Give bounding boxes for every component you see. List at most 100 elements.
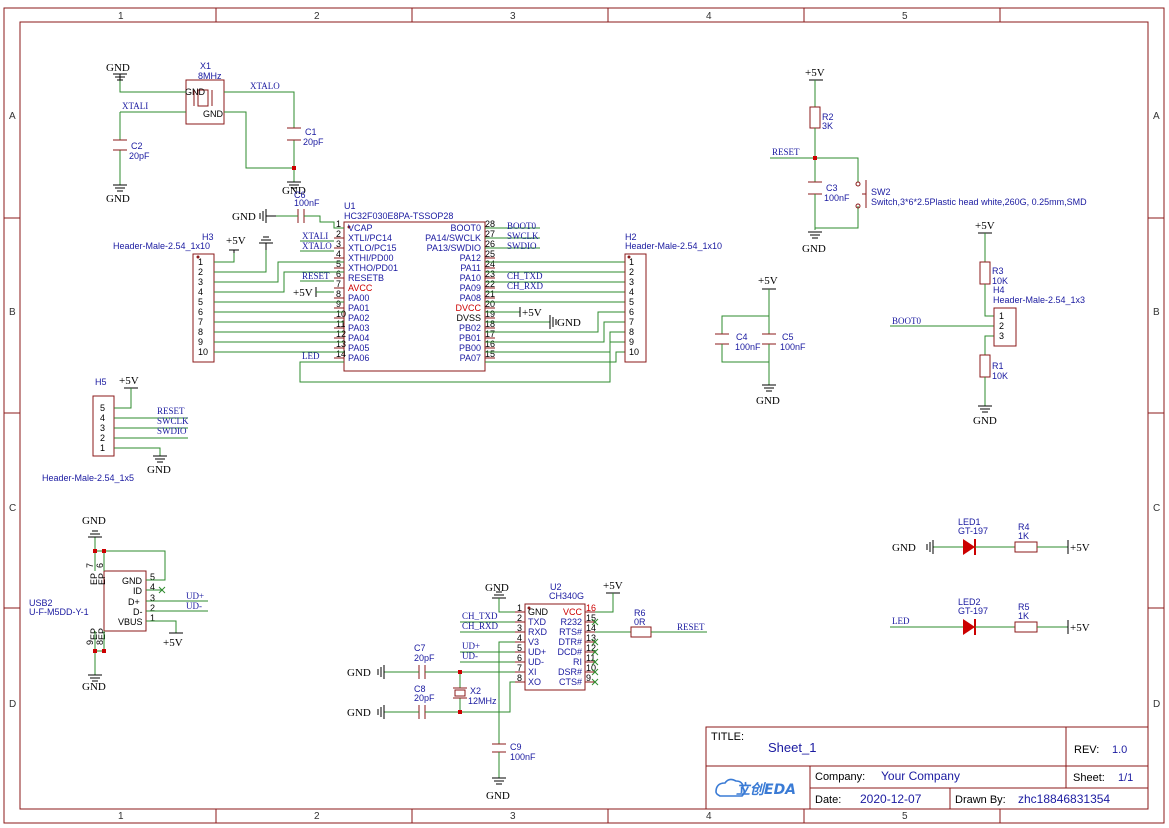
col-label: 4: [706, 11, 712, 22]
h3-ref: H3: [202, 232, 214, 242]
svg-text:Switch,3*6*2.5Plastic head whi: Switch,3*6*2.5Plastic head white,260G, 0…: [871, 197, 1087, 207]
svg-text:GT-197: GT-197: [958, 606, 988, 616]
crystal-x1[interactable]: X1 8MHz GND GND: [185, 61, 225, 125]
usb-connector-usb2[interactable]: USB2 U-F-M5DD-Y-1 GND ID D+ D- VBUS 5 4 …: [29, 563, 155, 645]
sheet-frame: [3, 7, 1165, 824]
vcc-label: +5V: [975, 220, 995, 232]
resistor-r1[interactable]: R1 10K: [979, 354, 1008, 381]
led-led2[interactable]: LED2 GT-197: [958, 597, 988, 635]
h3-pin-num: 6: [198, 307, 203, 317]
resistor-r4[interactable]: R4 1K: [1014, 522, 1038, 553]
u2-pin-num: 3: [517, 623, 522, 633]
date-value: 2020-12-07: [860, 792, 922, 806]
svg-text:1K: 1K: [1018, 531, 1029, 541]
u1-pin-name: DVSS: [456, 313, 481, 323]
u1-pin-name: RESETB: [348, 273, 384, 283]
vcc-label: +5V: [522, 307, 542, 319]
capacitor-c8[interactable]: C8 20pF: [414, 684, 435, 719]
capacitor-c3[interactable]: C3 100nF: [808, 181, 850, 203]
u2-pin-name: RTS#: [559, 627, 582, 637]
svg-text:100nF: 100nF: [824, 193, 850, 203]
u2-pin-name: DCD#: [557, 647, 582, 657]
u2-pin-name: VCC: [563, 607, 583, 617]
svg-text:GND: GND: [485, 582, 509, 594]
col-label: 3: [510, 811, 516, 822]
u1-pin-num: 28: [485, 219, 495, 229]
gnd-symbol: GND: [106, 62, 130, 81]
capacitor-c7[interactable]: C7 20pF: [414, 643, 435, 679]
net-led: LED: [892, 616, 910, 626]
svg-text:12MHz: 12MHz: [468, 696, 497, 706]
resistor-r2[interactable]: R2 3K: [809, 106, 834, 131]
gnd-symbol: GND: [82, 674, 106, 693]
svg-text:1: 1: [150, 613, 155, 623]
u2-pin-num: 4: [517, 633, 522, 643]
svg-text:GND: GND: [82, 515, 106, 527]
u2-pin-num: 9: [586, 673, 591, 683]
switch-sw2[interactable]: SW2 Switch,3*6*2.5Plastic head white,260…: [855, 180, 1087, 209]
h2-pin-num: 2: [629, 267, 634, 277]
resistor-r6[interactable]: R6 0R: [630, 608, 652, 638]
net-led: LED: [302, 351, 320, 361]
net-xtali: XTALI: [302, 231, 328, 241]
row-label: C: [9, 503, 16, 514]
svg-text:GND: GND: [122, 576, 143, 586]
h3-pin-num: 9: [198, 337, 203, 347]
capacitor-c1[interactable]: C1 20pF: [287, 127, 324, 147]
vcc-label: +5V: [226, 235, 246, 247]
net-reset: RESET: [302, 271, 330, 281]
header-h4[interactable]: H4 Header-Male-2.54_1x3 1 2 3: [993, 285, 1085, 347]
u1-pin-num: 12: [336, 329, 346, 339]
led-led1[interactable]: LED1 GT-197: [958, 517, 988, 555]
svg-text:VBUS: VBUS: [118, 617, 143, 627]
svg-text:4: 4: [150, 582, 155, 592]
sheet-label: Sheet:: [1073, 772, 1105, 784]
u1-pin-num: 6: [336, 269, 341, 279]
u1-pin-name: XTHI/PD00: [348, 253, 394, 263]
u2-pin-num: 2: [517, 613, 522, 623]
resistor-r5[interactable]: R5 1K: [1014, 602, 1038, 633]
h3-pin-num: 8: [198, 327, 203, 337]
u1-pin-num: 3: [336, 239, 341, 249]
gnd-symbol: GND: [106, 184, 130, 205]
u1-pin-num: 14: [336, 349, 346, 359]
resistor-r3[interactable]: R3 10K: [979, 261, 1008, 286]
svg-text:8: 8: [95, 640, 105, 645]
u1-pin-num: 20: [485, 299, 495, 309]
u1-pin-num: 2: [336, 229, 341, 239]
u1-pin-name: PA06: [348, 353, 369, 363]
capacitor-c2[interactable]: C2 20pF: [113, 139, 150, 161]
u2-pin-name: XI: [528, 667, 537, 677]
col-label: 5: [902, 811, 908, 822]
capacitor-c6[interactable]: C6 100nF: [294, 190, 320, 223]
svg-text:1: 1: [100, 443, 105, 453]
u2-pin-name: V3: [528, 637, 539, 647]
svg-text:C7: C7: [414, 643, 426, 653]
u1-pin-num: 11: [336, 319, 345, 329]
row-label: B: [1153, 307, 1160, 318]
u1-pin-name: PA02: [348, 313, 369, 323]
gnd-symbol: GND: [347, 665, 385, 679]
h2-value: Header-Male-2.54_1x10: [625, 241, 722, 251]
gnd-symbol: GND: [892, 540, 934, 554]
svg-text:100nF: 100nF: [510, 752, 536, 762]
u1-pin-name: PB02: [459, 323, 481, 333]
header-h5[interactable]: H5 Header-Male-2.54_1x5 5 4 3 2 1: [42, 377, 134, 483]
svg-text:C6: C6: [294, 190, 306, 200]
svg-text:R4: R4: [1018, 522, 1030, 532]
svg-text:U2: U2: [550, 582, 562, 592]
svg-text:20pF: 20pF: [414, 653, 435, 663]
svg-text:ID: ID: [133, 586, 143, 596]
svg-text:LED1: LED1: [958, 517, 981, 527]
x1-pin-gnd2: GND: [203, 109, 224, 119]
crystal-x2[interactable]: X2 12MHz: [453, 686, 497, 706]
u1-pin-name: VCAP: [348, 223, 373, 233]
rev-label: REV:: [1074, 744, 1099, 756]
company-label: Company:: [815, 771, 865, 783]
